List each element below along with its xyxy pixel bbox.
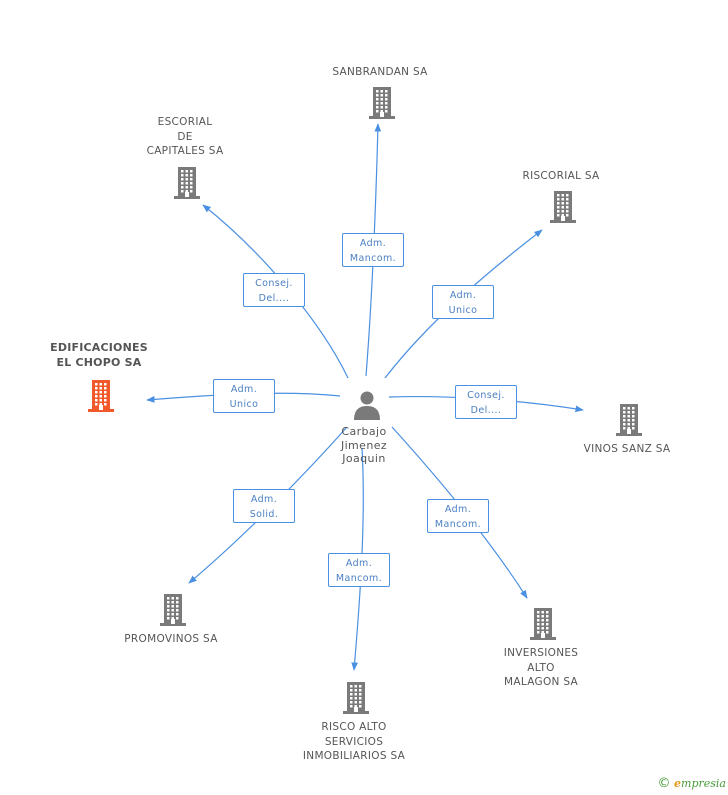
company-name-line: DE [177, 130, 193, 143]
company-name-line: VINOS SANZ SA [583, 443, 671, 455]
building-icon[interactable] [85, 379, 117, 413]
building-icon[interactable] [157, 593, 189, 627]
company-label-risco[interactable]: RISCO ALTO SERVICIOS INMOBILIARIOS SA [303, 720, 405, 764]
role-line: Consej. [255, 278, 293, 289]
building-icon[interactable] [340, 681, 372, 715]
footer-brand: © empresia [658, 776, 726, 791]
role-label-sanbrandan[interactable]: Adm. Mancom. [342, 233, 404, 267]
building-icon[interactable] [613, 403, 645, 437]
company-label-vinos[interactable]: VINOS SANZ SA [584, 442, 671, 457]
person-icon[interactable] [351, 388, 383, 422]
company-label-inversiones[interactable]: INVERSIONES ALTO MALAGON SA [504, 646, 579, 690]
company-name-line: INVERSIONES [503, 647, 579, 659]
person-name-line: Joaquin [342, 452, 386, 465]
role-line: Adm. [444, 504, 472, 515]
company-name-line: EDIFICACIONES [50, 341, 148, 354]
building-icon[interactable] [171, 166, 203, 200]
role-line: Adm. [230, 384, 258, 395]
role-line: Consej. [467, 390, 505, 401]
role-label-vinos[interactable]: Consej. Del.... [455, 385, 517, 419]
company-label-riscorial[interactable]: RISCORIAL SA [522, 169, 599, 184]
building-icon[interactable] [547, 190, 579, 224]
role-line: Solid. [249, 509, 279, 520]
person-name-line: Carbajo [341, 425, 387, 438]
company-name-line: INMOBILIARIOS SA [302, 750, 406, 762]
company-name-line: RISCORIAL SA [522, 170, 600, 182]
copyright-icon: © [657, 776, 671, 791]
company-name-line: MALAGON SA [504, 676, 578, 688]
company-name-line: SANBRANDAN SA [332, 66, 428, 78]
company-name-line: ESCORIAL [157, 116, 213, 128]
role-line: Unico [448, 305, 478, 316]
role-line: Unico [229, 399, 259, 410]
company-name-line: PROMOVINOS SA [124, 633, 218, 645]
company-label-escorial[interactable]: ESCORIAL DE CAPITALES SA [147, 115, 224, 159]
company-name-line: RISCO ALTO [321, 721, 387, 733]
company-name-line: EL CHOPO SA [56, 355, 142, 369]
company-name-line: ALTO [527, 661, 555, 674]
role-line: Del.... [470, 405, 502, 416]
role-label-promovinos[interactable]: Adm. Solid. [233, 489, 295, 523]
role-label-risco[interactable]: Adm. Mancom. [328, 553, 390, 587]
brand-name: empresia [674, 777, 726, 790]
role-label-inversiones[interactable]: Adm. Mancom. [427, 499, 489, 533]
building-icon[interactable] [366, 86, 398, 120]
role-label-edificaciones[interactable]: Adm. Unico [213, 379, 275, 413]
role-label-riscorial[interactable]: Adm. Unico [432, 285, 494, 319]
company-label-sanbrandan[interactable]: SANBRANDAN SA [332, 65, 427, 80]
role-line: Adm. [449, 290, 477, 301]
role-line: Del.... [258, 293, 290, 304]
person-name-line: Jimenez [340, 438, 388, 452]
role-label-escorial[interactable]: Consej. Del.... [243, 273, 305, 307]
role-line: Mancom. [335, 573, 383, 584]
role-line: Adm. [250, 494, 278, 505]
role-line: Adm. [359, 238, 387, 249]
company-name-line: SERVICIOS [324, 735, 384, 748]
role-line: Adm. [345, 558, 373, 569]
building-icon[interactable] [527, 607, 559, 641]
company-name-line: CAPITALES SA [146, 145, 224, 157]
company-label-promovinos[interactable]: PROMOVINOS SA [124, 632, 217, 647]
role-line: Mancom. [349, 253, 397, 264]
role-line: Mancom. [434, 519, 482, 530]
